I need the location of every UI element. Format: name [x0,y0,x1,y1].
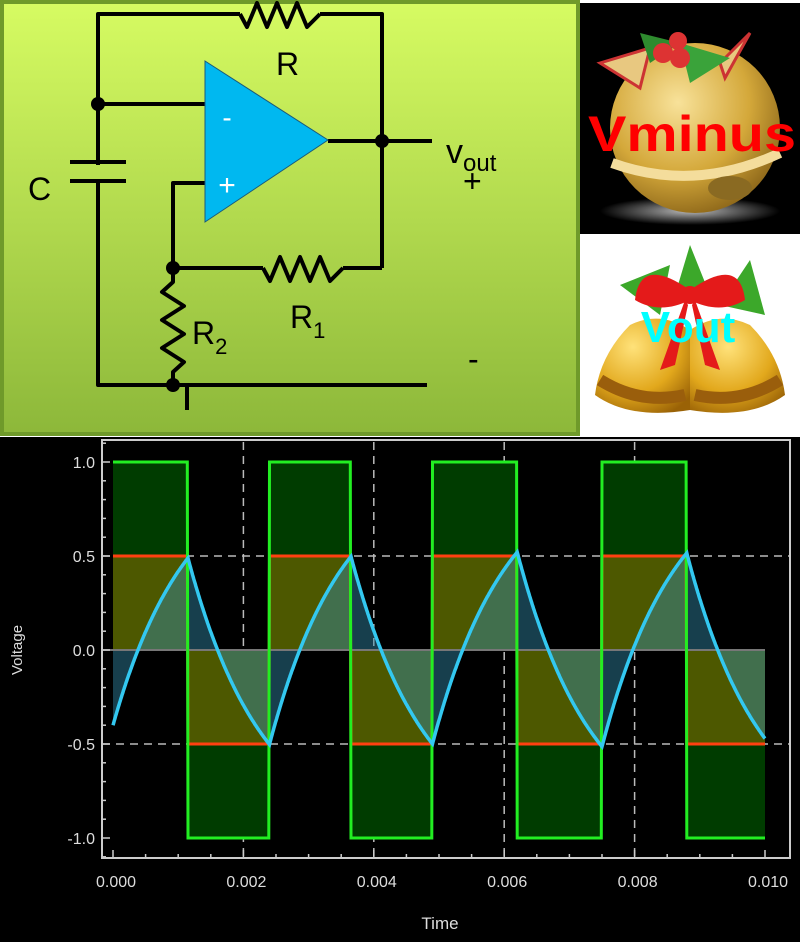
axes-frame [101,439,791,859]
label-C: C [28,171,51,207]
red-bow-icon [635,274,745,370]
vout-label: Vout [641,303,736,352]
vout-series-line [113,460,765,840]
series-lines [111,460,767,840]
y-tick-label: -1.0 [67,831,95,848]
x-tick-label: 0.008 [618,874,658,891]
y-tick-label: 1.0 [73,455,95,472]
y-tick-label: -0.5 [67,737,95,754]
y-tick-label: 0.5 [73,549,95,566]
label-minus-terminal: - [468,341,479,377]
resistor-R [238,1,322,29]
christmas-bells-image-vout: Vout [580,235,800,437]
wire-top [96,12,240,165]
vplus-series-line [113,554,765,746]
jingle-bell-image-vminus: Vminus [580,3,800,234]
label-vout: vout [446,133,497,177]
x-tick-label: 0.002 [226,874,266,891]
x-axis-label: Time [421,914,458,933]
x-tick-label: 0.000 [96,874,136,891]
y-tick-labels: 1.0 0.5 0.0 -0.5 -1.0 [67,455,95,848]
y-tick-label: 0.0 [73,643,95,660]
vminus-series-line [111,548,767,751]
label-R: R [276,46,299,82]
x-tick-labels: 0.000 0.002 0.004 0.006 0.008 0.010 [96,874,788,891]
label-R1: R1 [290,299,325,343]
opamp-minus-label: - [222,102,231,133]
x-tick-label: 0.006 [487,874,527,891]
label-plus-terminal: + [463,163,482,199]
resistor-R1 [261,255,345,283]
label-R2: R2 [192,315,227,359]
plot-frame [101,439,791,859]
holly-bow-icon [596,31,752,91]
resistor-R2 [160,268,186,385]
vminus-label: Vminus [588,106,796,162]
op-amp-relaxation-oscillator-schematic: - + R C R1 R2 vout + - [0,0,580,436]
op-amp [204,60,329,223]
y-axis-label: Voltage [9,625,26,675]
x-tick-label: 0.004 [357,874,397,891]
opamp-plus-label: + [218,169,236,202]
x-tick-label: 0.010 [748,874,788,891]
